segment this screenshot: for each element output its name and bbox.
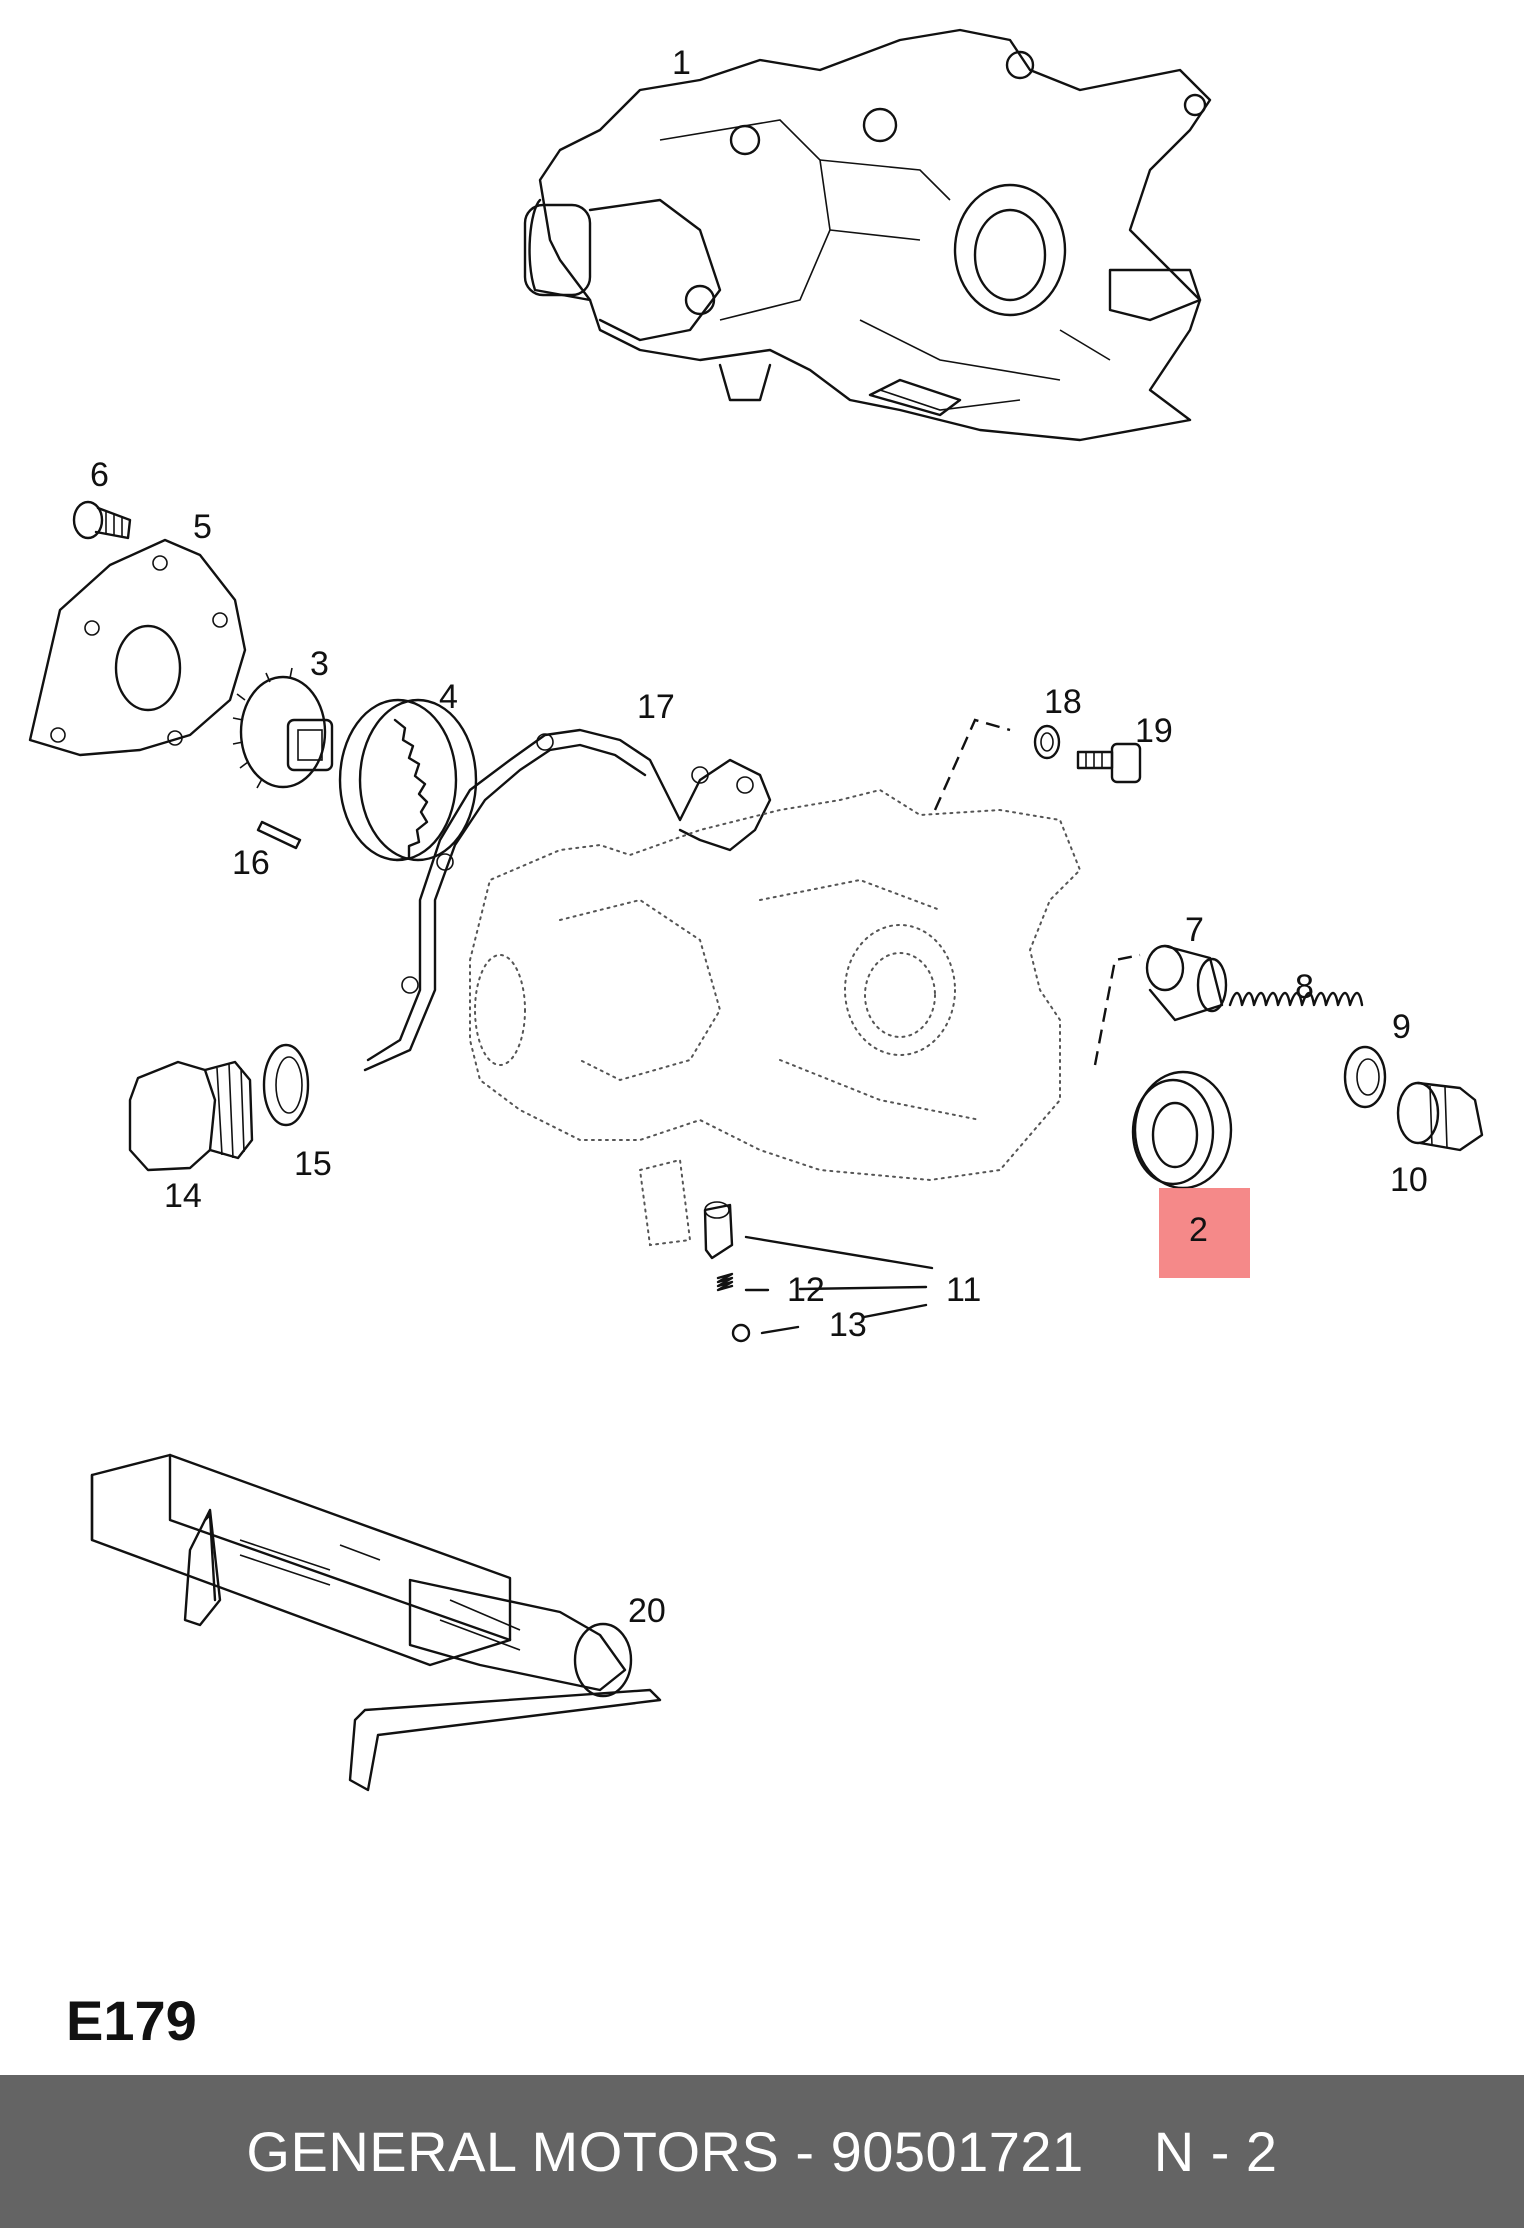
part-9-washer [1343,1045,1387,1109]
ghost-housing-outline [469,788,1082,1247]
callout-18: 18 [1044,683,1082,721]
callout-13: 13 [829,1306,867,1344]
part-14-drain-plug [128,1060,254,1172]
callout-8: 8 [1295,968,1314,1006]
callout-14: 14 [164,1177,202,1215]
part-7-piston [1145,944,1228,1022]
callout-9: 9 [1392,1008,1411,1046]
part-11-valve-assembly [703,1201,934,1292]
leader-bracket-18 [933,718,1011,811]
part-20-sealant-tube [90,1453,662,1792]
diagram-code-label: E179 [66,1989,197,2052]
part-18-washer [1033,724,1061,760]
part-5-cover-plate [28,538,247,757]
callout-4: 4 [439,678,458,716]
callout-6: 6 [90,456,109,494]
callout-17: 17 [637,688,675,726]
part-4-outer-gear-ring [338,698,478,862]
footer-page-indicator: N - 2 [1153,2120,1278,2183]
callout-2: 2 [1189,1211,1208,1249]
footer-bar: GENERAL MOTORS - 90501721 N - 2 [0,2075,1524,2228]
part-8-spring [1228,991,1364,1007]
callout-10: 10 [1390,1161,1428,1199]
part-3-inner-gear [232,667,334,789]
part-1-oil-pump-housing [523,28,1212,442]
callout-15: 15 [294,1145,332,1183]
part-13-ball [731,1303,928,1343]
leader-bracket-7 [1093,953,1141,1066]
highlight-box-2 [1159,1188,1250,1278]
callout-11: 11 [946,1271,981,1309]
exploded-parts-diagram: 1 6 5 3 4 17 18 19 16 7 8 9 15 10 14 2 1… [28,28,1484,1792]
part-6-screw [72,500,132,540]
callout-19: 19 [1135,712,1173,750]
callout-3: 3 [310,645,329,683]
callout-16: 16 [232,844,270,882]
callout-12: 12 [787,1271,825,1309]
footer-part-number: GENERAL MOTORS - 90501721 [246,2120,1084,2183]
callout-1: 1 [672,44,691,82]
part-16-pin [256,820,302,850]
part-17-gasket [363,728,772,1072]
part-10-plug-bolt [1396,1081,1484,1152]
part-12-spring [716,1272,928,1292]
callout-20: 20 [628,1592,666,1630]
part-19-bolt [1076,742,1142,784]
callout-7: 7 [1185,911,1204,949]
part-2-seal [1131,1070,1233,1190]
callout-5: 5 [193,508,212,546]
part-15-seal-ring [262,1043,310,1127]
